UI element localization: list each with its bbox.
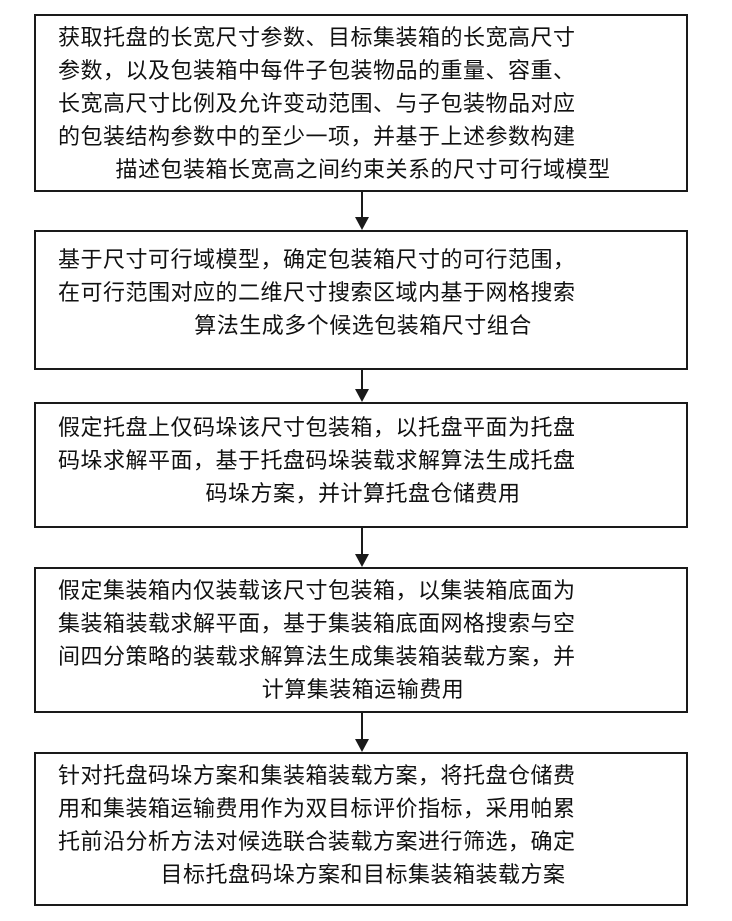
step-5-line-2: 用和集装箱运输费用作为双目标评价指标，采用帕累 — [58, 793, 668, 826]
step-5-box: 针对托盘码垛方案和集装箱装载方案，将托盘仓储费 用和集装箱运输费用作为双目标评价… — [34, 752, 688, 906]
step-1-line-4: 的包装结构参数中的至少一项，并基于上述参数构建 — [58, 121, 668, 154]
arrow-4-shaft — [361, 713, 363, 740]
flow-arrow-3 — [355, 528, 369, 567]
step-3-line-1: 假定托盘上仅码垛该尺寸包装箱，以托盘平面为托盘 — [58, 412, 668, 445]
arrow-4-head — [355, 739, 369, 752]
step-4-line-1: 假定集装箱内仅装载该尺寸包装箱，以集装箱底面为 — [58, 575, 668, 608]
step-1-line-1: 获取托盘的长宽尺寸参数、目标集装箱的长宽高尺寸 — [58, 22, 668, 55]
step-4-line-3: 间四分策略的装载求解算法生成集装箱装载方案，并 — [58, 641, 668, 674]
step-2-line-2: 在可行范围对应的二维尺寸搜索区域内基于网格搜索 — [58, 277, 668, 310]
step-4-line-2: 集装箱装载求解平面，基于集装箱底面网格搜索与空 — [58, 608, 668, 641]
step-3-line-3: 码垛方案，并计算托盘仓储费用 — [58, 478, 668, 511]
arrow-1-head — [355, 217, 369, 230]
step-3-line-2: 码垛求解平面，基于托盘码垛装载求解算法生成托盘 — [58, 445, 668, 478]
step-2-box: 基于尺寸可行域模型，确定包装箱尺寸的可行范围， 在可行范围对应的二维尺寸搜索区域… — [34, 230, 688, 370]
arrow-2-head — [355, 389, 369, 402]
step-2-line-1: 基于尺寸可行域模型，确定包装箱尺寸的可行范围， — [58, 244, 668, 277]
flow-arrow-2 — [355, 370, 369, 402]
arrow-3-shaft — [361, 528, 363, 555]
arrow-2-shaft — [361, 370, 363, 390]
flow-arrow-1 — [355, 192, 369, 230]
step-1-line-3: 长宽高尺寸比例及允许变动范围、与子包装物品对应 — [58, 88, 668, 121]
step-5-line-1: 针对托盘码垛方案和集装箱装载方案，将托盘仓储费 — [58, 760, 668, 793]
step-4-line-4: 计算集装箱运输费用 — [58, 674, 668, 707]
step-1-box: 获取托盘的长宽尺寸参数、目标集装箱的长宽高尺寸 参数，以及包装箱中每件子包装物品… — [34, 14, 688, 192]
flow-arrow-4 — [355, 713, 369, 752]
arrow-1-shaft — [361, 192, 363, 218]
step-1-line-2: 参数，以及包装箱中每件子包装物品的重量、容重、 — [58, 55, 668, 88]
step-1-line-5: 描述包装箱长宽高之间约束关系的尺寸可行域模型 — [58, 154, 668, 187]
step-3-box: 假定托盘上仅码垛该尺寸包装箱，以托盘平面为托盘 码垛求解平面，基于托盘码垛装载求… — [34, 402, 688, 528]
step-5-line-4: 目标托盘码垛方案和目标集装箱装载方案 — [58, 859, 668, 892]
step-4-box: 假定集装箱内仅装载该尺寸包装箱，以集装箱底面为 集装箱装载求解平面，基于集装箱底… — [34, 567, 688, 713]
step-2-line-3: 算法生成多个候选包装箱尺寸组合 — [58, 310, 668, 343]
step-5-line-3: 托前沿分析方法对候选联合装载方案进行筛选，确定 — [58, 826, 668, 859]
arrow-3-head — [355, 554, 369, 567]
